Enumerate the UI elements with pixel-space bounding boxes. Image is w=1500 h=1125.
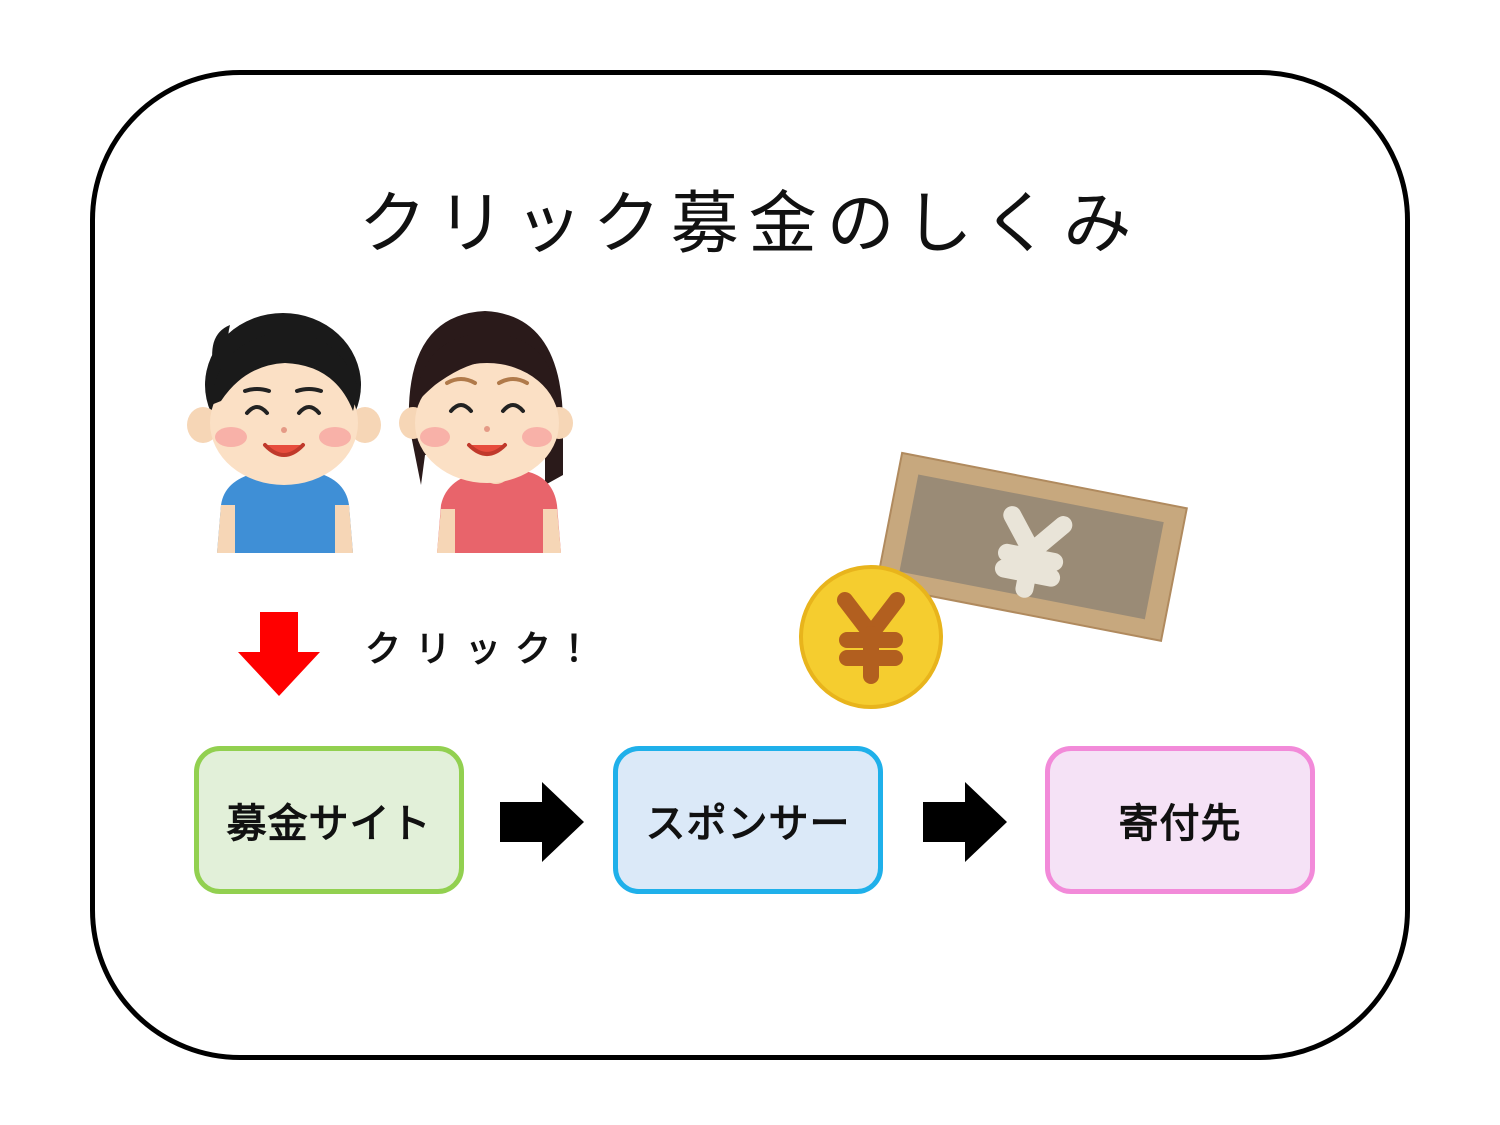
people-illustration — [187, 311, 573, 553]
box-label: 募金サイト — [226, 801, 432, 847]
right-arrow-icon — [923, 782, 1007, 862]
banknote-yen-icon — [875, 451, 1188, 642]
diagram-frame — [90, 70, 1410, 1060]
box-beneficiary: 寄付先 — [1045, 746, 1315, 894]
box-sponsor: スポンサー — [613, 746, 883, 894]
coin-yen-icon — [799, 565, 943, 709]
right-arrow-icon — [500, 782, 584, 862]
box-donation-site: 募金サイト — [194, 746, 464, 894]
girl-icon — [399, 311, 573, 553]
boy-icon — [187, 313, 381, 553]
click-label: クリック！ — [365, 629, 616, 670]
money-illustration — [799, 451, 1188, 709]
box-label: 寄付先 — [1118, 801, 1242, 847]
diagram-title: クリック募金のしくみ — [358, 185, 1142, 264]
down-arrow-icon — [238, 612, 320, 696]
box-label: スポンサー — [645, 801, 851, 847]
